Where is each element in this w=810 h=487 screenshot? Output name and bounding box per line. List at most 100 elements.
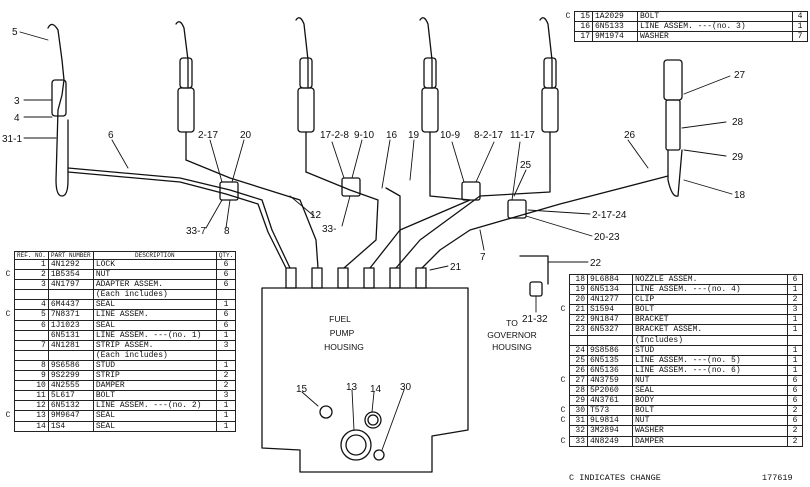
quantity <box>215 289 237 301</box>
quantity: 1 <box>215 359 237 372</box>
change-mark <box>557 335 570 345</box>
callout-29: 29 <box>732 152 744 163</box>
ref-no: 3 <box>14 279 49 291</box>
callout-leaders <box>19 31 733 451</box>
part-number <box>47 349 94 361</box>
ref-no: 16 <box>574 21 593 33</box>
part-number: 1B5354 <box>47 269 94 281</box>
quantity: 1 <box>215 299 237 311</box>
ref-no: 2 <box>14 269 49 281</box>
part-number: 9L9814 <box>587 415 633 427</box>
description: (Each includes) <box>92 349 217 361</box>
change-mark: C <box>5 411 11 421</box>
quantity: 7 <box>792 31 808 43</box>
quantity: 2 <box>215 370 237 382</box>
callout-22: 22 <box>590 258 602 269</box>
injector-nozzle-3 <box>295 17 315 173</box>
callout-10-9: 10-9 <box>440 130 460 141</box>
part-number: 3M2894 <box>587 425 633 437</box>
quantity: 2 <box>787 294 803 306</box>
quantity: 1 <box>792 21 808 33</box>
ref-no: 8 <box>14 359 49 372</box>
callout-20-23: 20-23 <box>594 232 620 243</box>
to-governor-housing-line-1: TO <box>506 318 518 328</box>
table-row: (Each includes) <box>2 289 237 301</box>
callout-18: 18 <box>734 190 746 201</box>
ref-no: 5 <box>14 309 49 321</box>
quantity: 6 <box>215 258 237 271</box>
change-mark <box>2 280 15 290</box>
callout-16: 16 <box>386 130 398 141</box>
quantity: 2 <box>787 425 803 437</box>
header-qty: QTY. <box>215 251 237 260</box>
description: BRACKET <box>632 314 788 326</box>
description: BOLT <box>632 405 788 417</box>
callout-7: 7 <box>480 252 486 263</box>
description: SEAL <box>92 420 217 432</box>
quantity: 6 <box>215 319 237 331</box>
change-mark <box>2 290 15 300</box>
callout-12: 12 <box>310 210 322 221</box>
description: LINE ASSEM. <box>92 309 217 321</box>
description: NUT <box>632 374 788 387</box>
change-mark <box>557 315 570 325</box>
quantity: 6 <box>215 279 237 291</box>
description: SEAL <box>92 410 217 422</box>
quantity: 1 <box>215 420 237 432</box>
to-governor-housing-label: TO GOVERNOR HOUSING <box>487 318 537 352</box>
part-number: 1J1023 <box>47 319 94 331</box>
part-number: 6N5134 <box>587 284 633 296</box>
quantity: 1 <box>215 410 237 422</box>
change-mark <box>557 426 570 436</box>
ref-no: 26 <box>569 364 588 376</box>
part-number: 4N8249 <box>587 435 633 447</box>
change-note: C INDICATES CHANGE <box>569 473 661 483</box>
description: STUD <box>632 344 788 356</box>
change-mark <box>557 386 570 396</box>
change-mark <box>557 325 570 335</box>
table-row: (Includes) <box>557 334 803 346</box>
description: LINE ASSEM. ---(no. 5) <box>632 354 788 366</box>
ref-no <box>14 349 49 361</box>
ref-no: 30 <box>569 405 588 417</box>
fuel-pump-housing-line-3: HOUSING <box>324 342 364 352</box>
description: LINE ASSEM. ---(no. 3) <box>637 21 793 33</box>
part-number: 6N5132 <box>47 400 94 412</box>
quantity: 6 <box>787 273 803 286</box>
description: BODY <box>632 395 788 407</box>
description: DAMPER <box>632 435 788 447</box>
ref-no: 13 <box>14 410 49 422</box>
change-mark <box>2 320 15 330</box>
quantity <box>215 349 237 361</box>
description: LINE ASSEM. ---(no. 2) <box>92 400 217 412</box>
callout-25: 25 <box>520 160 532 171</box>
change-mark <box>2 340 15 350</box>
description: BOLT <box>637 10 793 23</box>
quantity: 3 <box>787 304 803 316</box>
change-mark: C <box>5 270 11 280</box>
description: DAMPER <box>92 380 217 392</box>
ref-no: 25 <box>569 354 588 366</box>
ref-no: 12 <box>14 400 49 412</box>
injector-nozzle-5 <box>539 17 559 173</box>
part-number <box>47 289 94 301</box>
header-part-number: PART NUMBER <box>47 251 94 260</box>
fuel-pump-housing <box>261 287 469 473</box>
ref-no: 22 <box>569 314 588 326</box>
description: LINE ASSEM. ---(no. 6) <box>632 364 788 376</box>
change-mark <box>557 365 570 375</box>
ref-no: 4 <box>14 299 49 311</box>
quantity: 6 <box>787 374 803 387</box>
callout-33: 33- <box>322 224 336 235</box>
to-governor-housing-line-3: HOUSING <box>492 342 532 352</box>
part-number: 9N1847 <box>587 314 633 326</box>
change-mark <box>2 360 15 370</box>
ref-no: 31 <box>569 415 588 427</box>
